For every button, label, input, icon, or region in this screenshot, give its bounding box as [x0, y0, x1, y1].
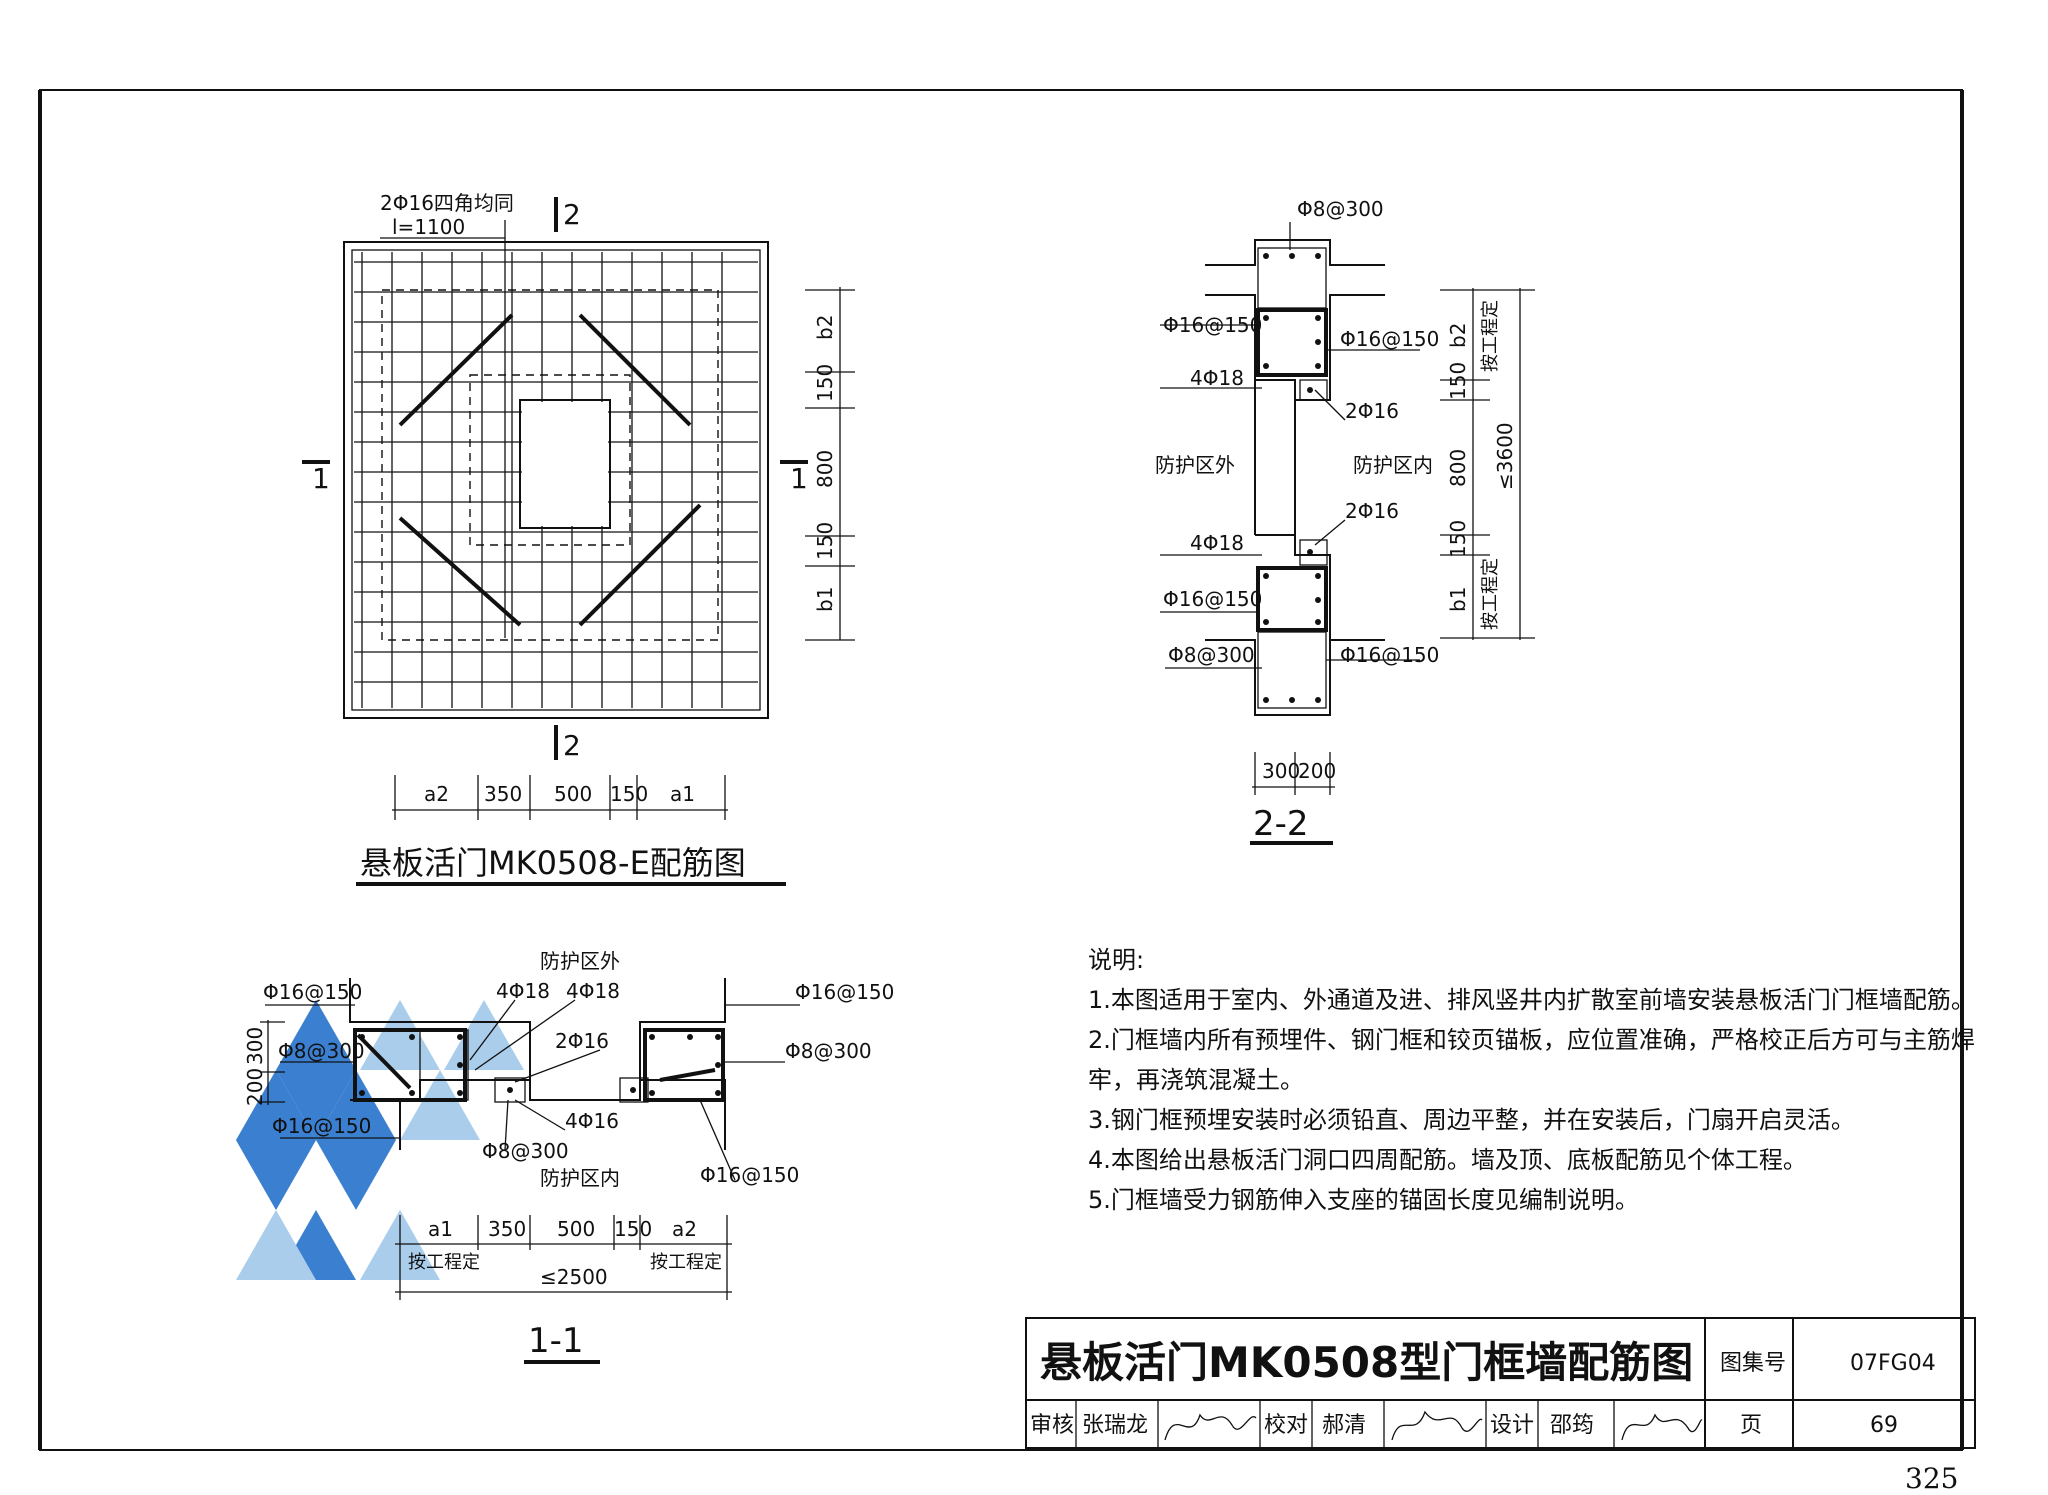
s22-inside-label: 防护区内: [1353, 453, 1433, 477]
s11-left-rebar-bottom: Φ16@150: [272, 1114, 371, 1138]
s22-dim-200: 200: [1298, 759, 1336, 783]
s11-inside-label: 防护区内: [540, 1166, 620, 1190]
s11-center-phi8: Φ8@300: [482, 1139, 569, 1163]
s11-dim-350: 350: [488, 1217, 526, 1241]
s11-by-project-left: 按工程定: [408, 1252, 480, 1273]
reviewer-name: 张瑞龙: [1082, 1413, 1148, 1438]
s22-dim-b2: b2: [1446, 323, 1470, 348]
dim-b1: b1: [813, 587, 837, 612]
design-label: 设计: [1490, 1413, 1534, 1438]
section-mark-2-top: 2: [563, 198, 581, 231]
s22-bottom-right-rebar: Φ16@150: [1340, 643, 1439, 667]
s11-left-phi8: Φ8@300: [278, 1039, 365, 1063]
note-4: 4.本图给出悬板活门洞口四周配筋。墙及顶、底板配筋见个体工程。: [1088, 1146, 1807, 1174]
atlas-number: 07FG04: [1850, 1351, 1936, 1376]
plan-view: 2Φ16四角均同 l=1100 2 2 1 1 b2 150 800 150 b…: [302, 191, 855, 886]
s11-outside-label: 防护区外: [540, 949, 620, 973]
section-1-1: 防护区外 Φ16@150 4Φ18 4Φ18 Φ16@150 Φ8@300 2Φ…: [243, 949, 894, 1364]
note-5: 5.门框墙受力钢筋伸入支座的锚固长度见编制说明。: [1088, 1186, 1639, 1214]
s22-bottom-left-rebar: Φ8@300: [1168, 643, 1255, 667]
s11-bar-2-16: 2Φ16: [555, 1029, 609, 1053]
s11-bar-4-18-b: 4Φ18: [566, 979, 620, 1003]
s11-dim-a2: a2: [672, 1217, 697, 1241]
dim-150: 150: [610, 782, 648, 806]
dim-150-lower: 150: [813, 522, 837, 560]
dim-150-upper: 150: [813, 364, 837, 402]
s11-bar-4-18-a: 4Φ18: [496, 979, 550, 1003]
section-mark-1-left: 1: [312, 462, 330, 495]
bar-label: 2Φ16四角均同: [380, 191, 514, 215]
notes-section: 说明: 1.本图适用于室内、外通道及进、排风竖井内扩散室前墙安装悬板活门门框墙配…: [1088, 940, 1975, 1220]
s22-outside-label: 防护区外: [1155, 453, 1235, 477]
s22-left-lower-rebar: Φ16@150: [1163, 587, 1262, 611]
s22-height-limit: ≤3600: [1493, 422, 1517, 490]
review-label: 审核: [1030, 1413, 1074, 1438]
dim-b2: b2: [813, 315, 837, 340]
page-number: 69: [1870, 1413, 1898, 1438]
s22-dim-150-lower: 150: [1446, 520, 1470, 558]
s11-width-limit: ≤2500: [540, 1265, 608, 1289]
s11-right-rebar-bottom: Φ16@150: [700, 1163, 799, 1187]
s22-dim-800: 800: [1446, 449, 1470, 487]
s11-right-rebar-top: Φ16@150: [795, 980, 894, 1004]
s22-dim-300: 300: [1262, 759, 1300, 783]
s22-right-upper-rebar: Φ16@150: [1340, 327, 1439, 351]
s22-right-2bar-upper: 2Φ16: [1345, 399, 1399, 423]
dim-800: 800: [813, 450, 837, 488]
sheet-number: 325: [1905, 1462, 1958, 1495]
reviewer-signature: [1164, 1413, 1257, 1441]
section-mark-1-right: 1: [790, 462, 808, 495]
note-2: 2.门框墙内所有预埋件、钢门框和铰页锚板，应位置准确，严格校正后方可与主筋焊: [1088, 1026, 1975, 1054]
dim-a1: a1: [670, 782, 695, 806]
drawing-title: 悬板活门MK0508型门框墙配筋图: [1040, 1338, 1693, 1387]
atlas-label: 图集号: [1720, 1351, 1786, 1376]
s22-by-project-lower: 按工程定: [1480, 558, 1501, 630]
checker-signature: [1391, 1410, 1483, 1441]
s22-left-4bar-lower: 4Φ18: [1190, 531, 1244, 555]
s22-by-project-upper: 按工程定: [1480, 300, 1501, 372]
s11-dim-200: 200: [243, 1068, 267, 1106]
s22-title: 2-2: [1253, 804, 1309, 844]
designer-signature: [1621, 1413, 1703, 1441]
s22-dim-b1: b1: [1446, 587, 1470, 612]
s11-left-rebar-top: Φ16@150: [263, 980, 362, 1004]
s22-dim-150-upper: 150: [1446, 362, 1470, 400]
s22-right-2bar-lower: 2Φ16: [1345, 499, 1399, 523]
dim-a2: a2: [424, 782, 449, 806]
check-label: 校对: [1264, 1413, 1308, 1438]
designer-name: 邵筠: [1550, 1413, 1594, 1438]
s11-right-phi8: Φ8@300: [785, 1039, 872, 1063]
bar-length: l=1100: [392, 215, 465, 239]
opening-mask: [522, 402, 608, 526]
note-2-cont: 牢，再浇筑混凝土。: [1088, 1066, 1304, 1094]
s11-title: 1-1: [528, 1321, 584, 1361]
note-1: 1.本图适用于室内、外通道及进、排风竖井内扩散室前墙安装悬板活门门框墙配筋。: [1088, 986, 1975, 1014]
page-label: 页: [1740, 1413, 1762, 1438]
s11-bar-4-16: 4Φ16: [565, 1109, 619, 1133]
s11-by-project-right: 按工程定: [650, 1252, 722, 1273]
plan-caption: 悬板活门MK0508-E配筋图: [360, 844, 746, 882]
dim-500: 500: [554, 782, 592, 806]
s11-dim-500: 500: [557, 1217, 595, 1241]
title-block: 悬板活门MK0508型门框墙配筋图 图集号 07FG04 审核 张瑞龙 校对 郝…: [1025, 1317, 1976, 1449]
s11-dim-150: 150: [614, 1217, 652, 1241]
s11-dim-300: 300: [243, 1027, 267, 1065]
dim-350: 350: [484, 782, 522, 806]
notes-heading: 说明:: [1088, 946, 1145, 974]
s22-top-rebar: Φ8@300: [1297, 197, 1384, 221]
section-mark-2-bottom: 2: [563, 729, 581, 762]
s22-left-4bar-upper: 4Φ18: [1190, 366, 1244, 390]
section-2-2: Φ8@300 Φ16@150 4Φ18 防护区外 4Φ18 Φ16@150 Φ8…: [1155, 197, 1535, 845]
s22-left-upper-rebar: Φ16@150: [1163, 313, 1262, 337]
note-3: 3.钢门框预埋安装时必须铅直、周边平整，并在安装后，门扇开启灵活。: [1088, 1106, 1855, 1134]
checker-name: 郝清: [1322, 1413, 1366, 1438]
s11-dim-a1: a1: [428, 1217, 453, 1241]
